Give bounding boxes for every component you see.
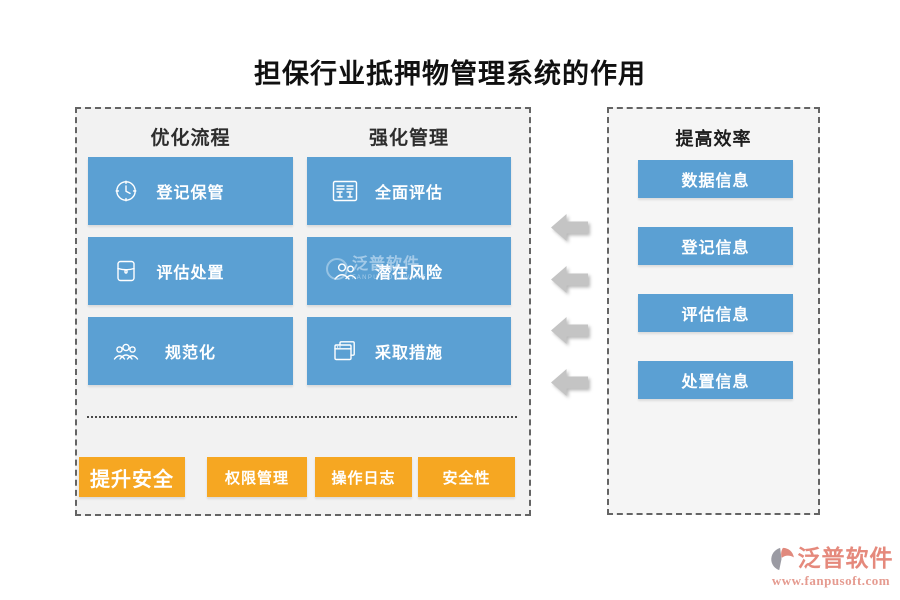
improve-security-node: 提升安全 bbox=[79, 457, 185, 497]
people-pair-icon bbox=[331, 257, 359, 285]
bag-icon bbox=[112, 257, 140, 285]
operation-log-node: 操作日志 bbox=[315, 457, 412, 497]
node-label: 评估处置 bbox=[156, 265, 225, 282]
comprehensive-evaluation-node: 全面评估 bbox=[307, 157, 511, 225]
evaluation-info-node: 评估信息 bbox=[638, 294, 793, 332]
brand-name: 泛普软件 bbox=[797, 546, 894, 572]
column-header-strengthen-management: 强化管理 bbox=[368, 128, 449, 149]
efficiency-panel-header: 提高效率 bbox=[675, 129, 752, 149]
potential-risk-node: 潜在风险 bbox=[307, 237, 511, 305]
stacked-windows-icon bbox=[331, 337, 359, 365]
left-arrow-icon bbox=[551, 214, 588, 241]
column-header-optimize-process: 优化流程 bbox=[150, 128, 231, 149]
node-label: 登记保管 bbox=[156, 185, 225, 202]
standardization-node: 规范化 bbox=[88, 317, 293, 385]
registration-info-node: 登记信息 bbox=[638, 227, 793, 265]
efficiency-panel: 提高效率 数据信息 登记信息 评估信息 处置信息 bbox=[607, 107, 820, 515]
disposal-info-node: 处置信息 bbox=[638, 361, 793, 399]
brand-url[interactable]: www.fanpusoft.com bbox=[771, 573, 891, 588]
node-label: 规范化 bbox=[164, 345, 216, 362]
data-info-node: 数据信息 bbox=[638, 160, 793, 198]
people-group-icon bbox=[112, 337, 140, 365]
security-node: 安全性 bbox=[418, 457, 515, 497]
clock-icon bbox=[112, 177, 140, 205]
dotted-divider bbox=[87, 416, 517, 418]
brand-footer: 泛普软件 www.fanpusoft.com bbox=[766, 546, 896, 589]
diagram-title: 担保行业抵押物管理系统的作用 bbox=[254, 59, 646, 89]
left-arrow-icon bbox=[551, 266, 588, 293]
evaluation-disposal-node: 评估处置 bbox=[88, 237, 293, 305]
permission-management-node: 权限管理 bbox=[207, 457, 307, 497]
brand-logo-icon bbox=[769, 546, 795, 572]
node-label: 全面评估 bbox=[374, 185, 443, 202]
registration-storage-node: 登记保管 bbox=[88, 157, 293, 225]
node-label: 采取措施 bbox=[374, 345, 443, 362]
node-label: 潜在风险 bbox=[374, 265, 443, 282]
left-arrow-icon bbox=[551, 317, 588, 344]
left-arrow-icon bbox=[551, 369, 588, 396]
form-icon bbox=[331, 177, 359, 205]
take-measures-node: 采取措施 bbox=[307, 317, 511, 385]
process-panel: 优化流程 强化管理 登记保管 评估处置 bbox=[75, 107, 531, 516]
